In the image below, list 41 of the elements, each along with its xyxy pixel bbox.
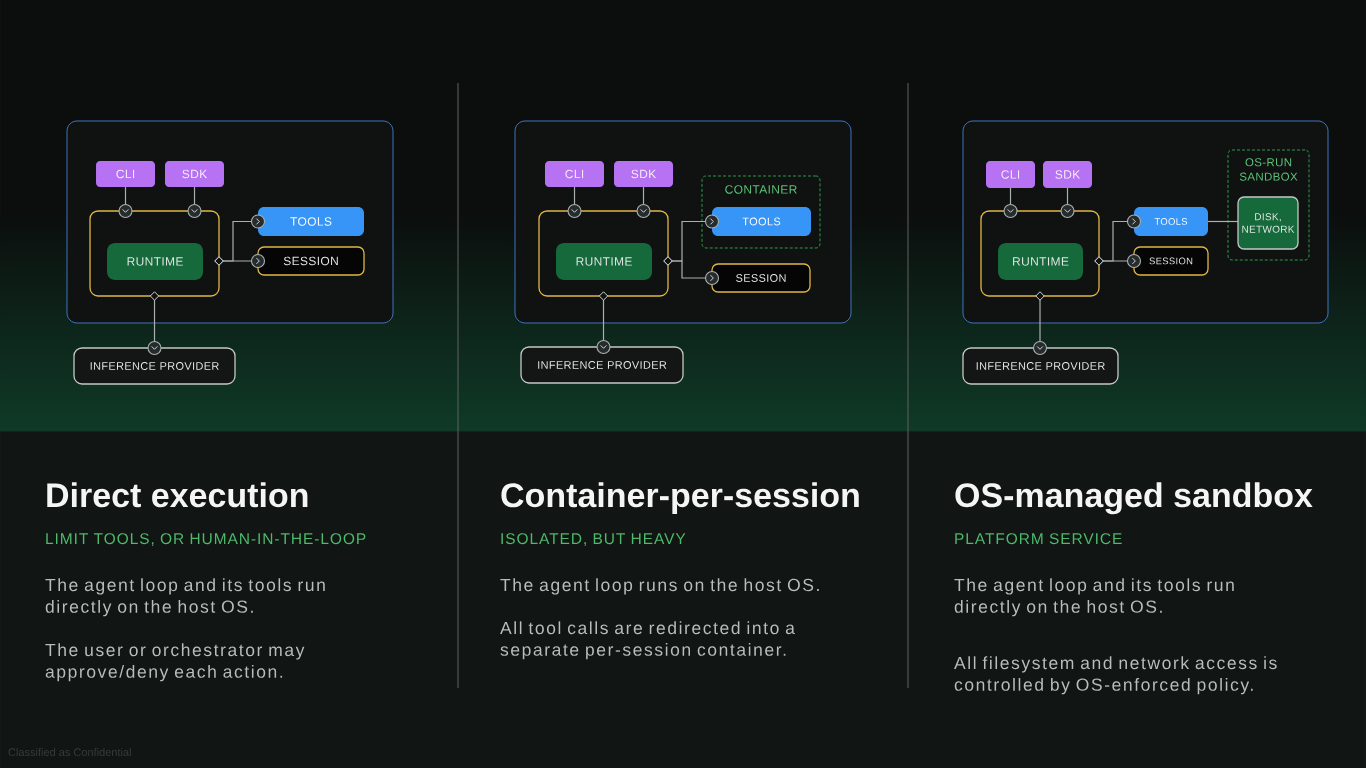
connector: [187, 186, 202, 219]
body-text: All tool calls are redirected into a separate per-session container.: [500, 621, 795, 660]
connector: [214, 253, 266, 269]
connector: [567, 186, 582, 219]
connector: [118, 186, 133, 219]
client-box: SDK: [1043, 161, 1092, 188]
heading: Direct execution: [47, 482, 308, 508]
connector: [663, 256, 720, 286]
client-box: CLI: [986, 161, 1035, 188]
client-box: SDK: [165, 161, 224, 187]
client-box: CLI: [545, 161, 604, 187]
session-box: SESSION: [711, 263, 811, 293]
heading: Container-per-session: [501, 482, 859, 515]
subheading: ISOLATED, BUT HEAVY: [501, 533, 686, 546]
resource-box: DISK, NETWORK: [1237, 196, 1299, 250]
connector: [1003, 187, 1018, 219]
subheading: LIMIT TOOLS, OR HUMAN-IN-THE-LOOP: [46, 533, 366, 546]
heading: OS-managed sandbox: [955, 482, 1313, 515]
connector: [1094, 253, 1142, 269]
body-text: The agent loop and its tools run directly on the host OS.: [45, 578, 325, 617]
connector: [1060, 187, 1075, 219]
body-text: All filesystem and network access is controlled by OS-enforced policy.: [954, 656, 1277, 695]
body-text: The user or orchestrator may approve/deny each action.: [45, 643, 305, 682]
body-text: The agent loop and its tools run directly on the host OS.: [954, 578, 1234, 617]
body-text: The agent loop runs on the host OS.: [500, 578, 819, 595]
runtime-box: RUNTIME: [998, 243, 1083, 280]
provider-box: INFERENCE PROVIDER: [962, 347, 1119, 385]
client-box: CLI: [96, 161, 155, 187]
connector: [1207, 220, 1239, 223]
connector: [596, 291, 611, 355]
runtime-box: RUNTIME: [556, 243, 652, 280]
session-box: SESSION: [1133, 246, 1209, 276]
client-box: SDK: [614, 161, 673, 187]
subheading: PLATFORM SERVICE: [955, 533, 1122, 545]
connector: [1032, 291, 1048, 356]
runtime-box: RUNTIME: [107, 243, 203, 280]
provider-box: INFERENCE PROVIDER: [73, 347, 236, 385]
connector: [147, 291, 162, 356]
session-box: SESSION: [257, 246, 365, 276]
connector: [636, 186, 651, 219]
provider-box: INFERENCE PROVIDER: [520, 346, 684, 384]
